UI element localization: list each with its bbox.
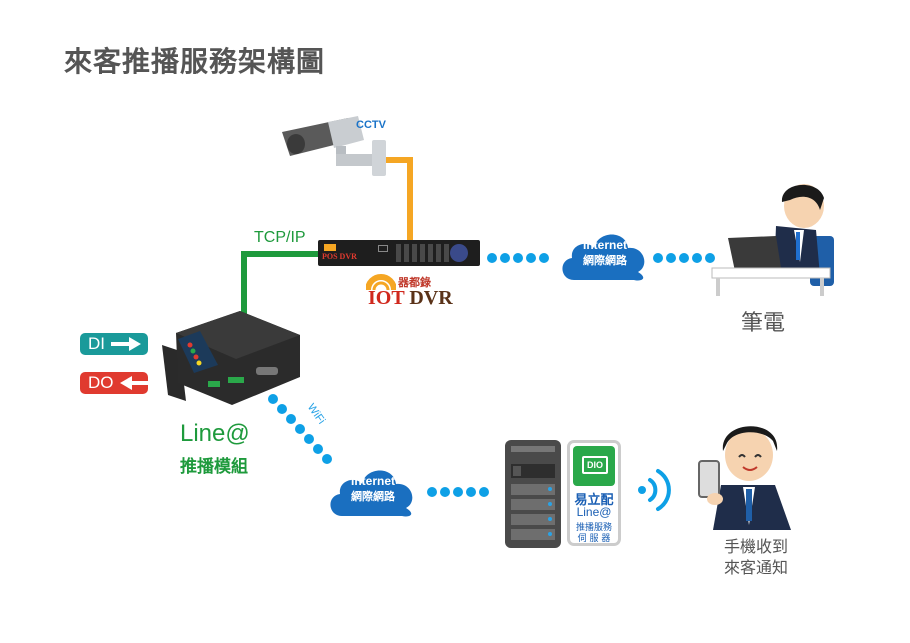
- arrow-left-icon: [119, 376, 148, 390]
- laptop-user-icon: [711, 184, 834, 296]
- cloud-top-zh: 網際網路: [583, 254, 627, 267]
- cloud-top-en: Internet: [582, 238, 627, 252]
- arrow-right-icon: [111, 337, 141, 351]
- dots-cloud-server: [427, 487, 489, 497]
- diagram-title: 來客推播服務架構圖: [64, 45, 326, 78]
- pos-logo-icon: [324, 244, 336, 251]
- cloud-bottom: Internet 網際網路: [326, 458, 420, 520]
- cloud-icon: [330, 470, 413, 517]
- dots-cloud-laptop: [653, 253, 715, 263]
- dots-wifi: [268, 394, 332, 464]
- module-title: Line@: [180, 420, 250, 447]
- dio-logo-text: DIO: [582, 456, 608, 474]
- cloud-icon: [562, 234, 645, 281]
- tcp-ip-label: TCP/IP: [254, 229, 306, 246]
- iot-dvr-en-right: DVR: [409, 287, 453, 309]
- module-subtitle: 推播模組: [180, 457, 248, 477]
- do-badge: DO: [80, 372, 148, 394]
- phone-notification-label: 手機收到 來客通知: [716, 536, 796, 578]
- cctv-label: CCTV: [356, 119, 386, 131]
- cloud-bottom-en: Internet: [350, 474, 395, 488]
- cloud-top: Internet 網際網路: [558, 222, 652, 284]
- dio-service-card: DIO 易立配 Line@ 推播服務 伺 服 器: [567, 440, 621, 546]
- laptop-label: 筆電: [741, 311, 786, 336]
- dio-line1: 易立配: [574, 493, 614, 508]
- iot-dvr-en-left: IOT: [368, 287, 405, 309]
- dio-line3: 推播服務: [575, 523, 612, 533]
- dvr-buttons: [396, 244, 452, 262]
- dvr-recorder-icon: POS DVR: [318, 240, 480, 266]
- dots-dvr-cloud: [487, 253, 549, 263]
- iot-dvr-en: IOT DVR: [368, 287, 453, 310]
- cctv-camera-icon: [282, 116, 386, 176]
- server-tower-icon: [505, 440, 561, 548]
- iot-dvr-zh: 器都錄: [398, 276, 431, 289]
- do-label: DO: [88, 373, 114, 392]
- wireless-signal-icon: [638, 469, 671, 511]
- cloud-bottom-zh: 網際網路: [351, 490, 395, 503]
- phone-label-line1: 手機收到: [723, 537, 788, 556]
- di-badge: DI: [80, 333, 148, 355]
- dio-line2: Line@: [576, 505, 612, 519]
- dvr-jog-dial: [450, 244, 468, 262]
- phone-user-icon: [698, 426, 791, 530]
- dvr-usb-port: [378, 245, 388, 252]
- dio-line4: 伺 服 器: [577, 534, 611, 544]
- cctv-dvr-cable: [385, 157, 413, 240]
- dvr-brand-label: POS DVR: [322, 252, 357, 261]
- di-label: DI: [88, 334, 105, 353]
- iot-dvr-logo-icon: [366, 274, 396, 290]
- tcp-ip-cable: [241, 251, 320, 320]
- phone-label-line2: 來客通知: [723, 558, 788, 577]
- dio-logo: DIO: [573, 446, 615, 486]
- io-module-icon: [162, 311, 300, 405]
